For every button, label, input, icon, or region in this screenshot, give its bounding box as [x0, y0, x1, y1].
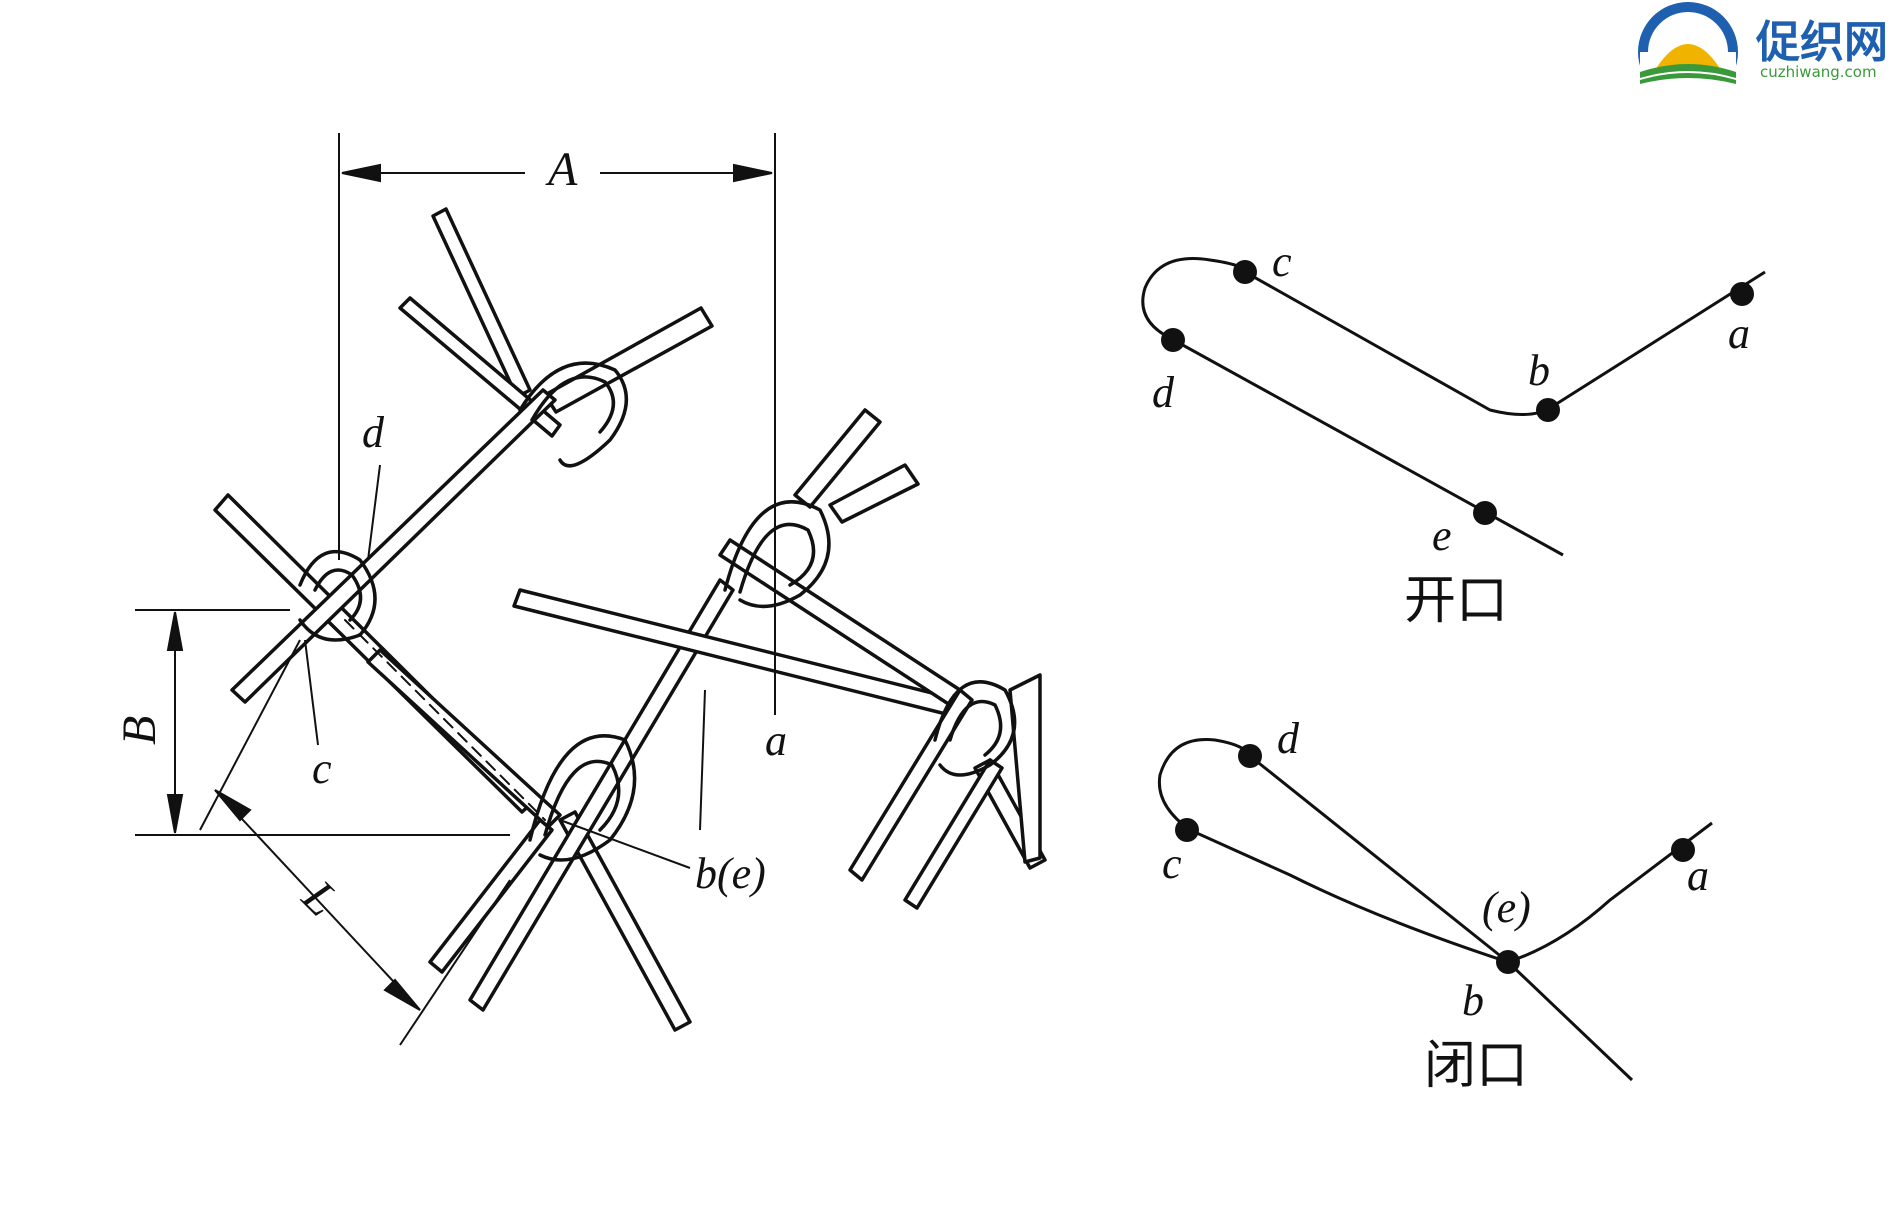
open-point-e: e [1432, 511, 1452, 560]
closed-point-a: a [1687, 851, 1709, 900]
yarn-rod [848, 688, 974, 882]
yarn-rod [468, 578, 735, 1012]
yarn-rod [230, 388, 557, 704]
dimension-label-a-width: A [545, 143, 578, 196]
yarn-rod [903, 758, 1004, 910]
loop-bottom [528, 734, 637, 862]
dimension-label-l-length: L [292, 870, 349, 927]
dimension-label-b-height: B [113, 716, 166, 745]
yarn-rod [828, 463, 920, 524]
yarn-rod [398, 296, 562, 438]
closed-loop-caption: 闭口 [1424, 1036, 1528, 1096]
open-point-b: b [1528, 346, 1550, 395]
point-label-b-e: b(e) [695, 849, 766, 898]
yarn-rod [543, 306, 714, 414]
closed-loop-diagram: a b c d (e) 闭口 [1157, 714, 1713, 1096]
closed-loop-points [1175, 744, 1695, 974]
logo-url: cuzhiwang.com [1760, 63, 1877, 81]
open-loop-caption: 开口 [1404, 571, 1508, 631]
point-label-a: a [765, 716, 787, 765]
dashed-line [344, 619, 546, 821]
open-point-c: c [1272, 237, 1292, 286]
yarn-rod [1008, 673, 1042, 864]
loop-left [298, 550, 377, 642]
left-labels: A B L d c a b(e) [113, 143, 787, 927]
open-point-a: a [1728, 309, 1750, 358]
yarn-rod [428, 818, 554, 974]
logo-name: 促织网 [1755, 17, 1888, 68]
closed-point-c: c [1162, 839, 1182, 888]
loop-right [933, 680, 1017, 777]
closed-point-e: (e) [1482, 883, 1531, 932]
loop-top [518, 361, 628, 468]
open-loop-diagram: a b c d e 开口 [1141, 237, 1766, 631]
knit-structure [213, 207, 1047, 1032]
dimension-lines [135, 133, 776, 1046]
yarn-rod [431, 207, 532, 399]
cuzhiwang-logo: 促织网 cuzhiwang.com [1638, 2, 1888, 104]
gear-sun-icon [1638, 2, 1738, 104]
yarn-rod [558, 810, 692, 1032]
closed-point-d: d [1277, 714, 1300, 763]
open-loop-points [1161, 260, 1754, 525]
point-label-d: d [362, 408, 385, 457]
point-label-c: c [312, 744, 332, 793]
open-point-d: d [1152, 368, 1175, 417]
closed-point-b: b [1462, 976, 1484, 1025]
